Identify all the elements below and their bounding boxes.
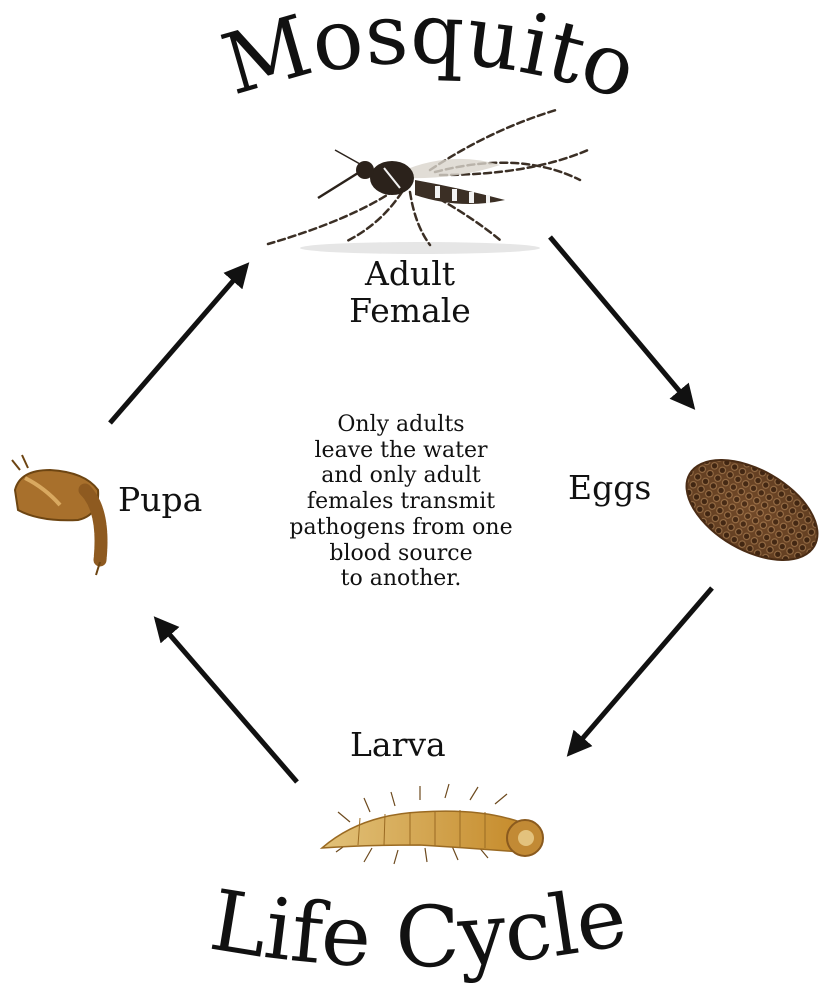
note-line: and only adult (236, 463, 566, 489)
note-line: to another. (236, 566, 566, 592)
adult-line2: Female (315, 293, 505, 330)
eggs-image (670, 439, 821, 580)
stage-label-eggs: Eggs (568, 470, 651, 507)
adult-line1: Adult (315, 256, 505, 293)
title-bottom: Life Cycle (204, 867, 634, 987)
arrow-eggs-to-larva (570, 588, 712, 753)
note-line: pathogens from one (236, 515, 566, 541)
adult-mosquito-image (268, 110, 588, 254)
note-line: Only adults (236, 412, 566, 438)
stage-label-adult-female: Adult Female (315, 256, 505, 330)
stage-label-larva: Larva (350, 727, 446, 764)
center-note: Only adults leave the water and only adu… (236, 412, 566, 592)
title-top: Mosquito (212, 0, 648, 119)
stage-label-pupa: Pupa (118, 482, 202, 519)
note-line: leave the water (236, 438, 566, 464)
larva-image (322, 784, 543, 864)
note-line: females transmit (236, 489, 566, 515)
note-line: blood source (236, 541, 566, 567)
arrow-pupa-to-adult (110, 266, 246, 423)
arrow-larva-to-pupa (157, 620, 297, 782)
arrow-adult-to-eggs (550, 237, 692, 406)
pupa-image (12, 455, 101, 575)
